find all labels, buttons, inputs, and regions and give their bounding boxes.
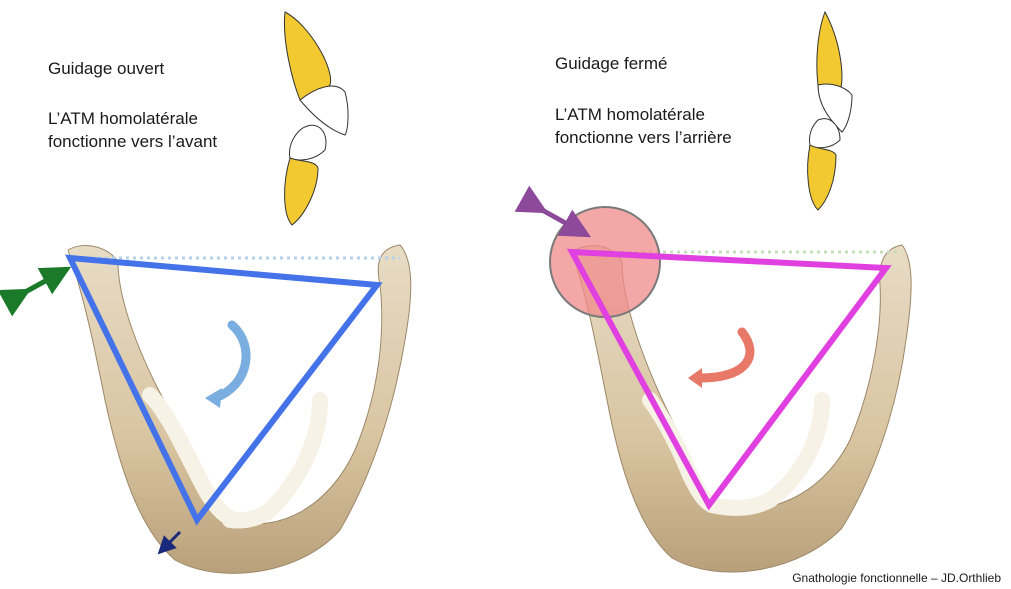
right-description-line1: L’ATM homolatérale	[555, 104, 705, 126]
right-lower-tooth	[808, 145, 836, 210]
left-rotation-arrow	[215, 325, 246, 398]
right-rotation-arrowhead	[688, 368, 702, 388]
left-rotation-arrowhead	[205, 388, 222, 408]
left-tooth-diagram	[284, 12, 348, 225]
right-rotation-arrow	[700, 332, 750, 378]
credit-footer: Gnathologie fonctionnelle – JD.Orthlieb	[792, 571, 1001, 585]
left-description-line1: L’ATM homolatérale	[48, 108, 198, 130]
right-tooth-diagram	[808, 12, 852, 210]
right-title: Guidage fermé	[555, 53, 667, 75]
right-upper-tooth	[817, 12, 842, 94]
left-crown-lower	[289, 125, 325, 160]
left-green-double-arrow	[18, 274, 58, 296]
left-title: Guidage ouvert	[48, 58, 164, 80]
left-mandible	[68, 245, 411, 573]
left-description-line2: fonctionne vers l’avant	[48, 131, 217, 153]
left-lower-tooth	[285, 158, 318, 225]
right-description-line2: fonctionne vers l’arrière	[555, 127, 732, 149]
